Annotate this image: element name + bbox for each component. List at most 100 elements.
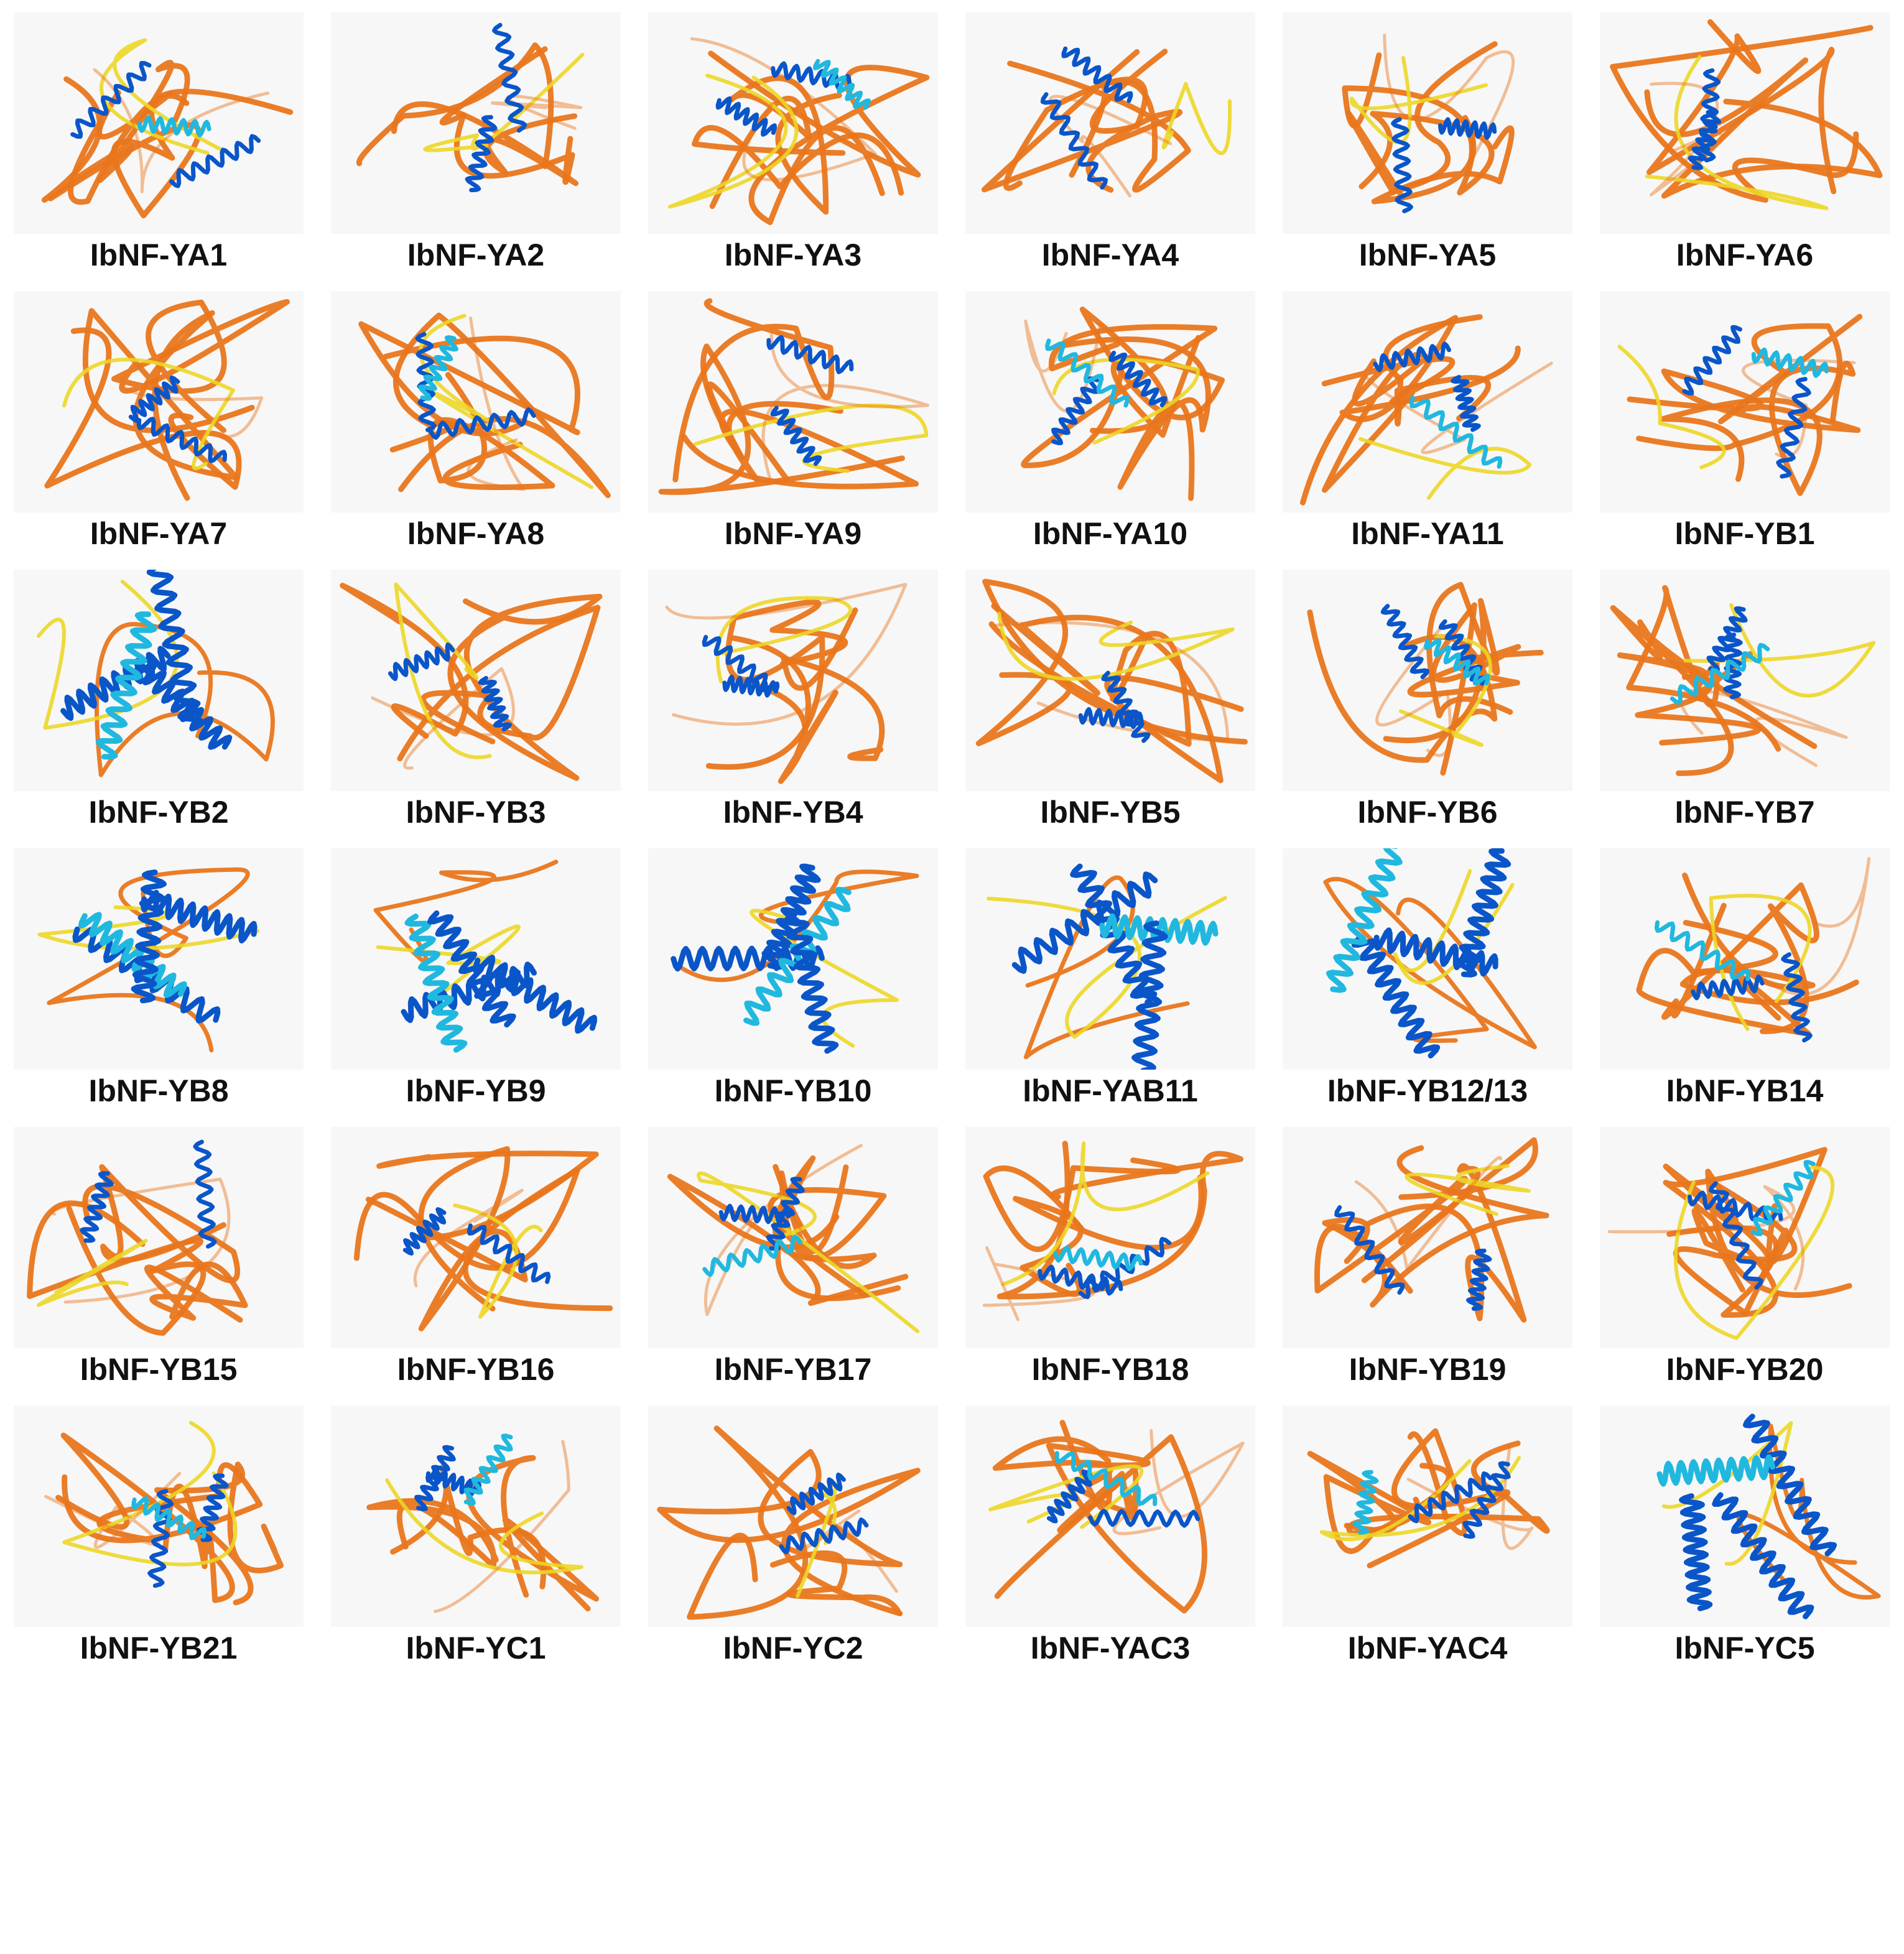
protein-label: IbNF-YB20 <box>1666 1352 1824 1387</box>
disordered-coil <box>62 1462 263 1544</box>
protein-cell: IbNF-YB5 <box>952 557 1269 836</box>
alpha-helix <box>1051 376 1100 445</box>
protein-structure-icon <box>1636 857 1871 1043</box>
low-confidence-coil <box>62 358 235 471</box>
alpha-helix <box>427 910 516 1028</box>
protein-cell: IbNF-YB16 <box>317 1114 634 1393</box>
protein-cell: IbNF-YB18 <box>952 1114 1269 1393</box>
disordered-coil <box>687 1425 903 1620</box>
protein-label: IbNF-YA10 <box>1033 516 1188 551</box>
alpha-helix <box>1391 117 1413 213</box>
alpha-helix <box>770 405 822 466</box>
protein-structure-panel <box>1283 570 1572 791</box>
protein-label: IbNF-YA7 <box>90 516 228 551</box>
protein-structure-icon <box>1314 1137 1549 1323</box>
alpha-helix <box>1078 707 1144 729</box>
low-confidence-coil <box>1673 1165 1835 1340</box>
protein-cell: IbNF-YAB11 <box>952 836 1269 1114</box>
disordered-coil <box>1736 1424 1881 1600</box>
disordered-coil <box>1003 49 1168 191</box>
alpha-helix <box>478 675 512 732</box>
alpha-helix <box>1045 338 1130 408</box>
protein-label: IbNF-YA3 <box>724 238 862 272</box>
disordered-coil <box>373 859 559 965</box>
protein-structure-panel <box>648 848 938 1070</box>
protein-cell: IbNF-YB15 <box>0 1114 317 1393</box>
low-confidence-coil <box>1683 603 1876 698</box>
protein-cell: IbNF-YB19 <box>1269 1114 1586 1393</box>
alpha-helix <box>137 115 211 137</box>
protein-cell: IbNF-YA4 <box>952 0 1269 279</box>
protein-structure-panel <box>1600 291 1890 512</box>
disordered-coil <box>55 1432 235 1603</box>
protein-label: IbNF-YB18 <box>1031 1352 1189 1387</box>
disordered-coil <box>704 1144 863 1317</box>
low-confidence-coil <box>667 73 799 209</box>
protein-cell: IbNF-YA10 <box>952 279 1269 557</box>
protein-label: IbNF-YB15 <box>80 1352 238 1387</box>
alpha-helix <box>1351 933 1441 1058</box>
protein-structure-panel <box>965 1405 1255 1627</box>
protein-structure-icon <box>667 37 930 225</box>
protein-structure-icon <box>981 46 1232 198</box>
protein-label: IbNF-YB17 <box>714 1352 872 1387</box>
alpha-helix <box>1352 1470 1379 1535</box>
protein-structure-panel <box>648 291 938 512</box>
protein-structure-panel <box>331 570 621 791</box>
alpha-helix <box>388 642 455 682</box>
protein-structure-icon <box>671 863 919 1054</box>
protein-structure-panel <box>14 12 304 234</box>
alpha-helix <box>771 61 852 91</box>
protein-label: IbNF-YA1 <box>90 238 228 272</box>
protein-structure-icon <box>37 867 260 1053</box>
disordered-coil <box>82 1164 241 1284</box>
protein-structure-icon <box>44 1420 284 1606</box>
protein-cell: IbNF-YB7 <box>1586 557 1903 836</box>
disordered-coil <box>1354 1155 1502 1271</box>
protein-structure-icon <box>1307 1428 1550 1568</box>
disordered-coil <box>1346 1440 1550 1537</box>
protein-structure-icon <box>1656 1414 1881 1619</box>
protein-label: IbNF-YAC4 <box>1347 1631 1508 1665</box>
protein-structure-panel <box>1283 1405 1572 1627</box>
alpha-helix <box>1688 109 1722 170</box>
alpha-helix <box>463 1433 513 1506</box>
protein-structure-icon <box>657 1425 921 1620</box>
alpha-helix <box>169 134 261 188</box>
disordered-coil <box>1021 324 1218 468</box>
protein-structure-icon <box>44 299 290 501</box>
protein-label: IbNF-YB2 <box>88 795 229 830</box>
low-confidence-coil <box>37 1239 148 1307</box>
alpha-helix <box>1750 1160 1816 1236</box>
disordered-coil <box>981 49 1183 193</box>
protein-label: IbNF-YB16 <box>397 1352 555 1387</box>
protein-cell: IbNF-YC1 <box>317 1393 634 1672</box>
disordered-coil <box>761 333 929 484</box>
protein-cell: IbNF-YA11 <box>1269 279 1586 557</box>
protein-structure-icon <box>1607 1147 1852 1340</box>
protein-structure-icon <box>366 1433 599 1613</box>
protein-label: IbNF-YC1 <box>406 1631 546 1665</box>
protein-label: IbNF-YAB11 <box>1023 1073 1198 1108</box>
alpha-helix <box>1776 377 1811 479</box>
disordered-coil <box>1314 1137 1538 1294</box>
protein-structure-icon <box>1610 585 1876 776</box>
disordered-coil <box>1646 19 1837 195</box>
protein-label: IbNF-YA5 <box>1358 238 1497 272</box>
alpha-helix <box>133 660 233 750</box>
protein-structure-panel <box>14 848 304 1070</box>
disordered-coil <box>353 1167 613 1312</box>
low-confidence-coil <box>37 905 260 951</box>
low-confidence-coil <box>385 1478 583 1575</box>
protein-structure-panel <box>1600 848 1890 1070</box>
protein-structure-panel <box>14 1127 304 1348</box>
disordered-coil <box>1636 313 1863 451</box>
disordered-coil <box>27 1200 207 1336</box>
protein-cell: IbNF-YB6 <box>1269 557 1586 836</box>
alpha-helix <box>95 611 157 760</box>
disordered-coil <box>991 603 1244 784</box>
disordered-coil <box>371 667 515 770</box>
alpha-helix <box>1054 1451 1158 1506</box>
protein-cell: IbNF-YC5 <box>1586 1393 1903 1672</box>
